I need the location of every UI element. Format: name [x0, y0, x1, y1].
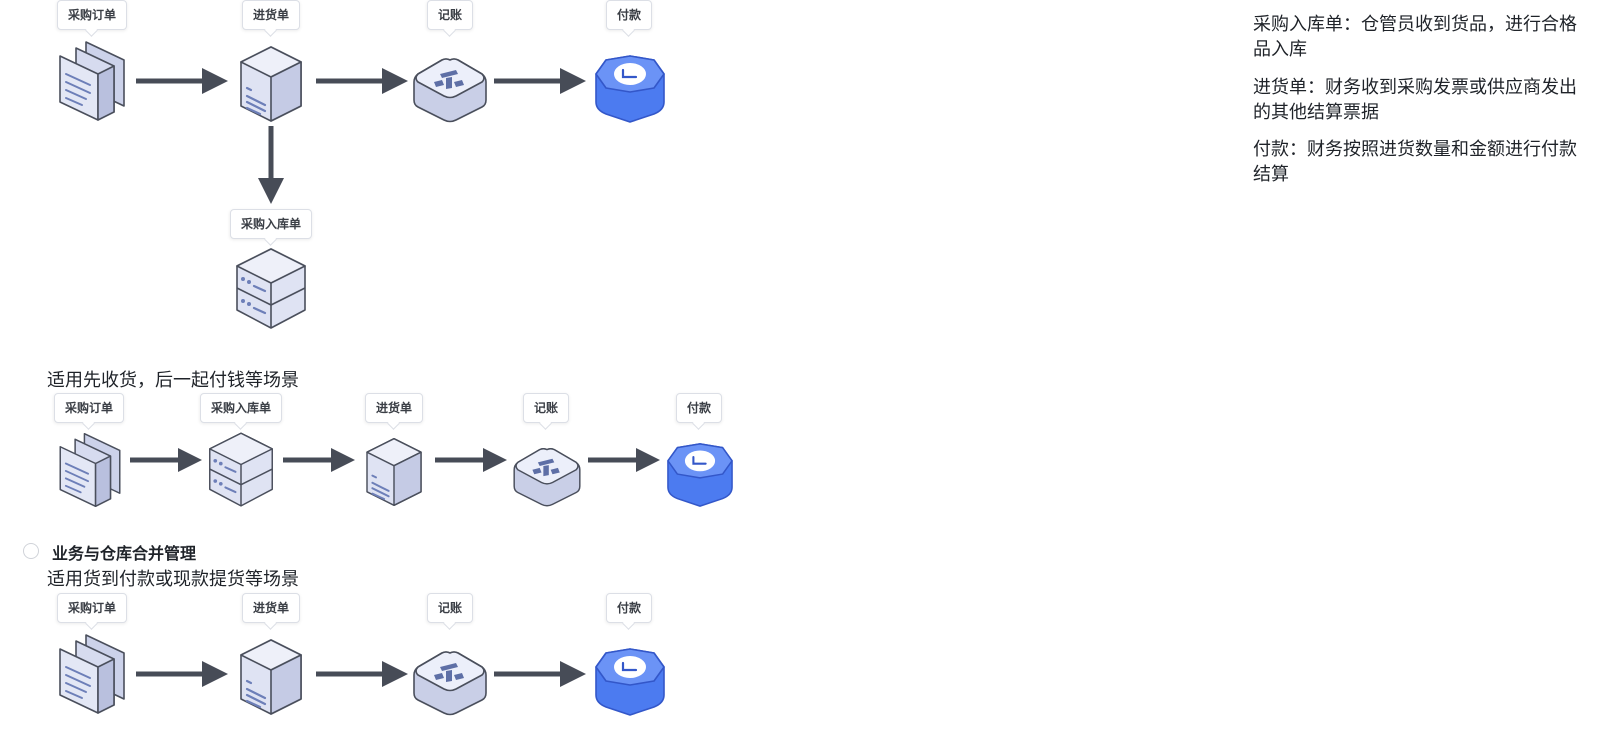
invoice-box-icon: [240, 639, 302, 715]
arrow-icon: [494, 661, 586, 687]
documents-icon: [59, 432, 121, 508]
payment-icon: [595, 648, 665, 716]
arrow-icon: [130, 448, 202, 472]
arrow-icon: [316, 661, 408, 687]
invoice-box-icon: [366, 437, 422, 507]
label-payment: 付款: [675, 393, 723, 423]
note-receipt-note: 进货单：财务收到采购发票或供应商发出的其他结算票据: [1253, 77, 1577, 123]
label-bookkeeping: 记账: [426, 0, 474, 30]
arrow-icon: [283, 448, 355, 472]
flow-3-caption: 适用货到付款或现款提货等场景: [47, 569, 299, 590]
label-purchase-inbound: 采购入库单: [199, 393, 283, 423]
label-purchase-inbound: 采购入库单: [229, 209, 313, 239]
label-purchase-order: 采购订单: [56, 0, 128, 30]
arrow-icon: [136, 661, 228, 687]
note-purchase-inbound: 采购入库单：仓管员收到货品，进行合格品入库: [1253, 14, 1577, 60]
arrow-icon: [435, 448, 507, 472]
ledger-icon: [513, 448, 581, 507]
arrow-icon: [316, 68, 408, 94]
documents-icon: [59, 634, 125, 714]
label-receipt-note: 进货单: [364, 393, 424, 423]
section-title: 业务与仓库合并管理: [52, 544, 197, 563]
warehouse-icon: [209, 432, 273, 507]
warehouse-icon: [236, 248, 306, 329]
label-purchase-order: 采购订单: [53, 393, 125, 423]
payment-icon: [667, 443, 733, 507]
merge-management-radio[interactable]: [23, 543, 39, 559]
ledger-icon: [413, 651, 487, 716]
invoice-box-icon: [240, 46, 302, 122]
label-bookkeeping: 记账: [426, 593, 474, 623]
label-receipt-note: 进货单: [241, 593, 301, 623]
arrow-icon: [136, 68, 228, 94]
arrow-down-icon: [258, 126, 284, 204]
label-bookkeeping: 记账: [522, 393, 570, 423]
arrow-icon: [588, 448, 660, 472]
payment-icon: [595, 55, 665, 123]
arrow-icon: [494, 68, 586, 94]
documents-icon: [59, 41, 125, 121]
label-payment: 付款: [605, 0, 653, 30]
label-purchase-order: 采购订单: [56, 593, 128, 623]
label-payment: 付款: [605, 593, 653, 623]
flow-2-caption: 适用先收货，后一起付钱等场景: [47, 370, 299, 391]
ledger-icon: [413, 58, 487, 123]
note-payment: 付款：财务按照进货数量和金额进行付款结算: [1253, 139, 1577, 185]
label-receipt-note: 进货单: [241, 0, 301, 30]
